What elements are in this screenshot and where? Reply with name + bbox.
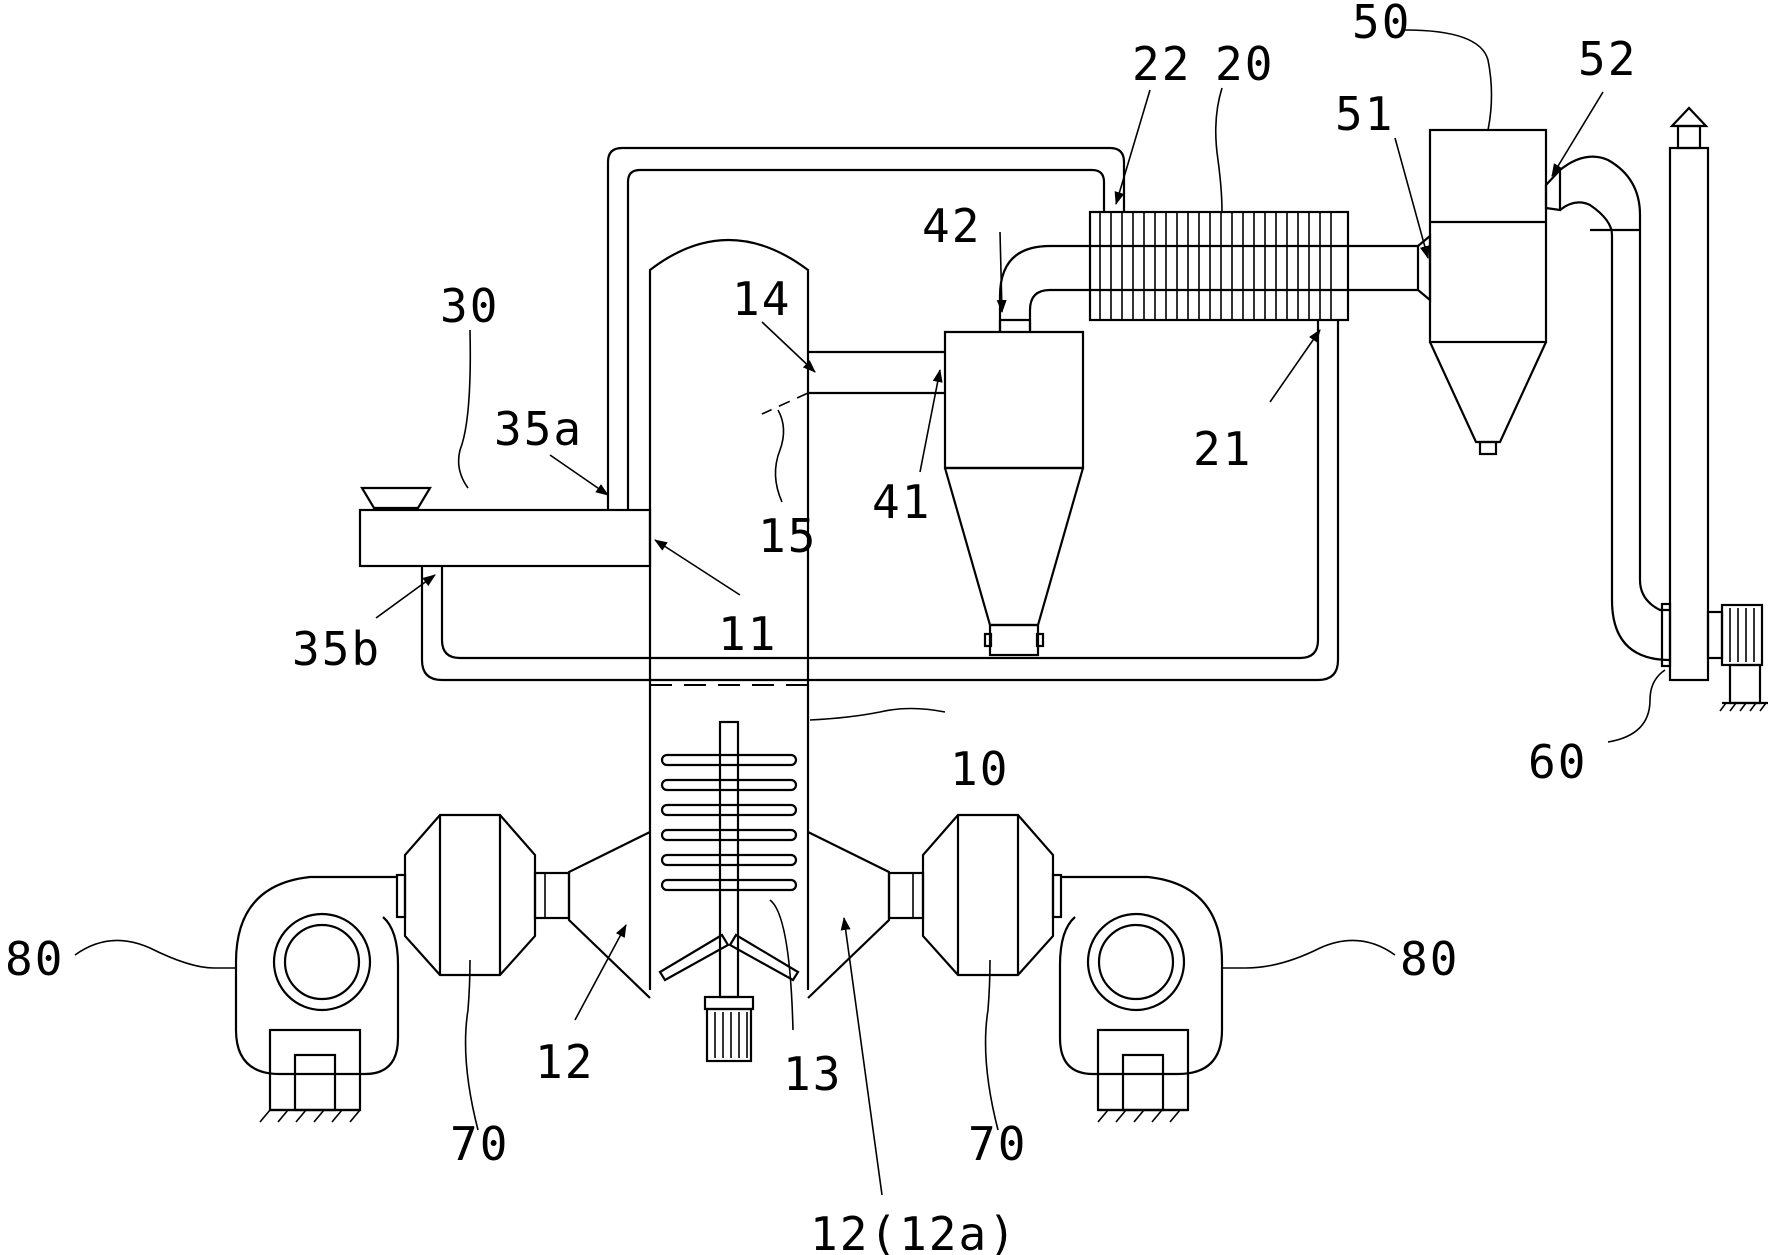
label-15: 15 — [758, 509, 817, 563]
left-air-inlet — [567, 831, 651, 999]
label-21: 21 — [1193, 422, 1252, 476]
label-10: 10 — [950, 742, 1009, 796]
label-13: 13 — [783, 1047, 842, 1101]
right-heater — [887, 813, 1055, 977]
label-60: 60 — [1528, 735, 1587, 789]
stirrer — [658, 720, 800, 1063]
cyclone-separator — [943, 244, 1090, 657]
right-fan — [1051, 873, 1224, 1123]
label-22: 22 — [1132, 37, 1191, 91]
label-52: 52 — [1578, 32, 1637, 86]
stirrer-bars — [660, 753, 798, 892]
label-51: 51 — [1335, 87, 1394, 141]
label-80-right: 80 — [1400, 932, 1459, 986]
label-35a: 35a — [494, 402, 583, 456]
tower-outlet-pipe — [761, 350, 945, 415]
labels: 10 11 12 12(12a) 13 14 15 20 21 22 30 35… — [5, 0, 1637, 1255]
label-20: 20 — [1215, 37, 1274, 91]
label-80-left: 80 — [5, 932, 64, 986]
exhaust-stack — [1660, 106, 1768, 712]
return-duct — [420, 146, 1340, 682]
label-12: 12 — [535, 1035, 594, 1089]
left-heater — [403, 813, 571, 977]
label-42: 42 — [922, 199, 981, 253]
label-11: 11 — [718, 607, 777, 661]
label-12-12a: 12(12a) — [810, 1207, 1018, 1255]
label-41: 41 — [872, 475, 931, 529]
leader-lines — [74, 29, 1666, 1196]
reactor-tower — [648, 238, 810, 990]
label-50: 50 — [1352, 0, 1411, 49]
right-air-inlet — [807, 831, 891, 999]
label-30: 30 — [440, 279, 499, 333]
label-70-left: 70 — [450, 1117, 509, 1171]
feeder — [358, 486, 652, 568]
label-70-right: 70 — [968, 1117, 1027, 1171]
secondary-separator — [1416, 128, 1671, 662]
heat-exchanger-fins — [1099, 212, 1332, 320]
label-14: 14 — [732, 272, 791, 326]
heat-exchanger — [1088, 210, 1418, 322]
label-35b: 35b — [292, 622, 381, 676]
left-fan — [234, 873, 407, 1123]
